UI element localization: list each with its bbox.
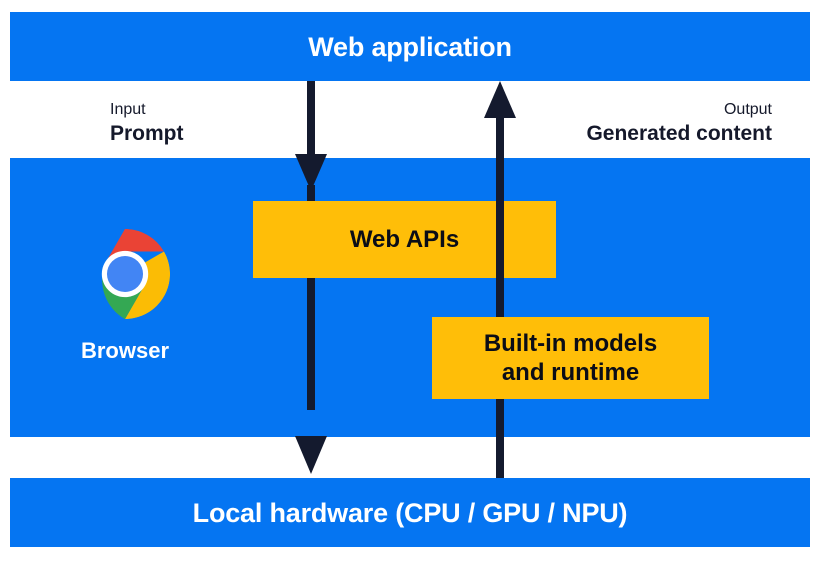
box-web-apis[interactable]: Web APIs [253,201,556,278]
web-application-label: Web application [308,32,512,62]
input-kind-text: Input [110,101,146,118]
local-hardware-label: Local hardware (CPU / GPU / NPU) [192,498,628,528]
output-kind-text: Output [723,101,772,118]
band-local-hardware: Local hardware (CPU / GPU / NPU) [10,478,810,547]
input-flow-label: Input Prompt [110,100,184,148]
output-flow-label: Output Generated content [586,100,772,148]
input-value-text: Prompt [110,122,184,146]
box-web-apis-label: Web APIs [349,225,460,253]
band-web-application: Web application [10,12,810,81]
box-built-in-models[interactable]: Built-in models and runtime [432,317,709,399]
box-built-in-models-line2: and runtime [501,359,640,386]
box-built-in-models-label: Built-in models and runtime [476,329,665,388]
browser-label: Browser [80,338,170,363]
chrome-logo-icon [101,228,171,320]
box-built-in-models-line1: Built-in models [483,329,658,357]
output-value-text: Generated content [586,122,772,146]
